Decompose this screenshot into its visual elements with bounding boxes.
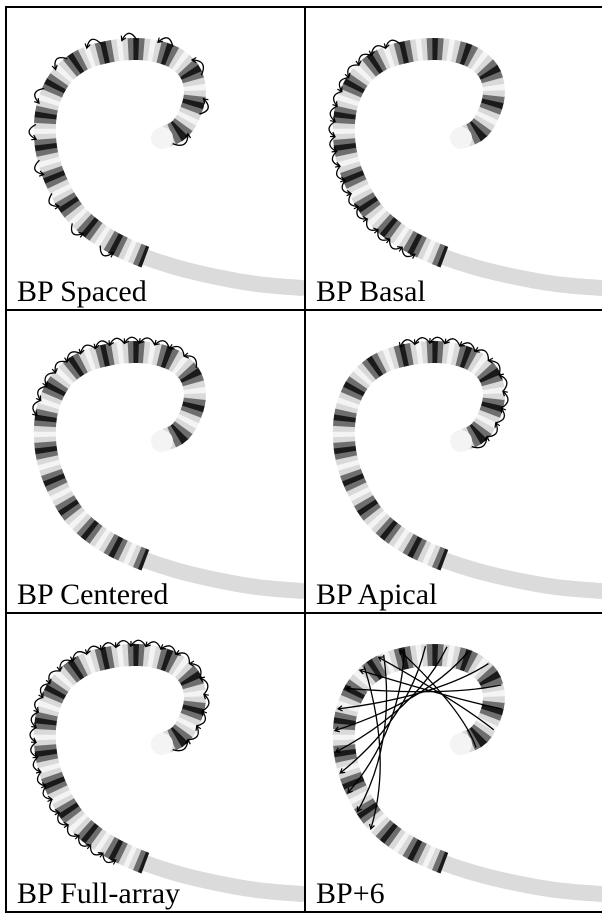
- panel-bp6: BP+6: [304, 612, 602, 913]
- panel-bp-full-array: BP Full-array: [5, 612, 306, 913]
- electrode-array-diagram: [306, 311, 602, 614]
- panel-label: BP Centered: [17, 580, 168, 610]
- array-tip: [450, 430, 472, 452]
- electrode-array-diagram: [7, 311, 306, 614]
- panel-bp-centered: BP Centered: [5, 309, 306, 614]
- electrode-band: [432, 341, 438, 363]
- lead-wire: [444, 863, 599, 894]
- panel-bp-basal: BP Basal: [304, 6, 602, 311]
- electrode-array-diagram: [306, 8, 602, 311]
- lead-wire: [444, 560, 599, 591]
- panel-bp-spaced: BP Spaced: [5, 6, 306, 311]
- panel-bp-apical: BP Apical: [304, 309, 602, 614]
- electrode-array-diagram: [7, 8, 306, 311]
- array-tip: [151, 733, 173, 755]
- panel-label: BP Apical: [316, 580, 437, 610]
- array-tip: [450, 733, 472, 755]
- panel-label: BP+6: [316, 879, 385, 909]
- electrode-band: [432, 644, 438, 666]
- array-tip: [151, 127, 173, 149]
- panel-label: BP Spaced: [17, 277, 147, 307]
- electrode-array-diagram: [7, 614, 306, 913]
- electrode-array-diagram: [306, 614, 602, 913]
- array-tip: [151, 430, 173, 452]
- electrode-band: [133, 38, 139, 60]
- array-tip: [450, 127, 472, 149]
- lead-wire: [145, 560, 300, 591]
- panel-label: BP Basal: [316, 277, 426, 307]
- electrode-band: [133, 644, 139, 666]
- lead-wire: [145, 257, 300, 288]
- panel-label: BP Full-array: [17, 879, 180, 909]
- electrode-band: [432, 38, 438, 60]
- lead-wire: [444, 257, 599, 288]
- electrode-band: [133, 341, 139, 363]
